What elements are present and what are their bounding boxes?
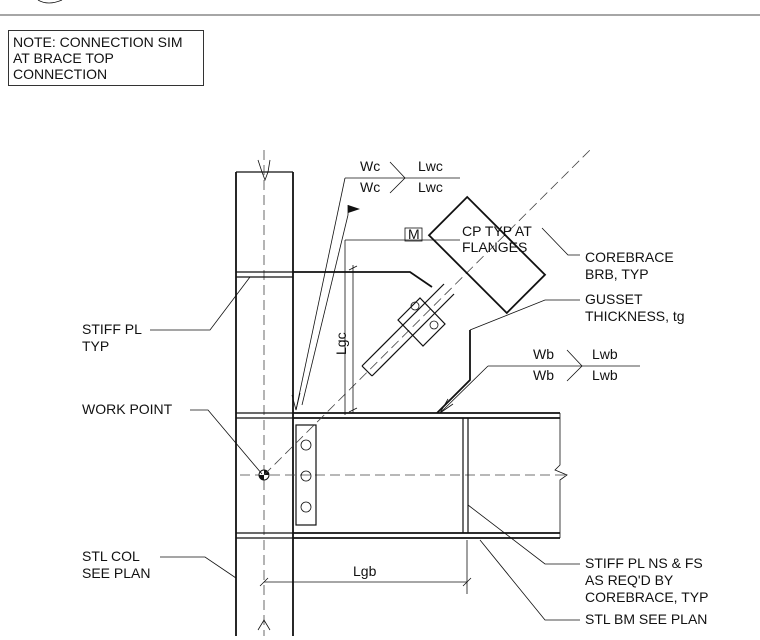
note-line-2: AT BRACE TOP xyxy=(13,50,114,66)
stl-bm-label: STL BM SEE PLAN xyxy=(585,611,707,627)
bolt-2 xyxy=(300,470,312,482)
m-label: M xyxy=(408,226,420,242)
stiff-ns-leader: STIFF PL NS & FS AS REQ'D BY COREBRACE, … xyxy=(467,504,708,605)
weld-symbol-column: Wc Lwc Wc Lwc xyxy=(291,158,460,411)
lgb-label: Lgb xyxy=(353,563,377,579)
stiff-pl-leader: STIFF PL TYP xyxy=(82,276,251,354)
stl-col-leader: STL COL SEE PLAN xyxy=(82,548,237,581)
gusset-plate xyxy=(293,271,471,414)
lwc-label-top: Lwc xyxy=(418,158,443,174)
corebrace-label-2: BRB, TYP xyxy=(585,266,649,282)
wc-label-bottom: Wc xyxy=(360,179,380,195)
wb-label-bottom: Wb xyxy=(533,367,554,383)
gusset-leader: GUSSET THICKNESS, tg xyxy=(469,291,685,331)
steel-beam xyxy=(240,412,570,539)
dimension-lgc: Lgc xyxy=(333,265,358,413)
stiff-ns-label-3: COREBRACE, TYP xyxy=(585,589,708,605)
note-line-1: NOTE: CONNECTION SIM xyxy=(13,34,183,50)
work-point-label: WORK POINT xyxy=(82,401,173,417)
stl-col-label-2: SEE PLAN xyxy=(82,565,150,581)
gusset-label-2: THICKNESS, tg xyxy=(585,308,685,324)
stiff-label-2: TYP xyxy=(82,338,109,354)
cp-callout: CP TYP AT FLANGES xyxy=(462,223,532,255)
corebrace-brb xyxy=(263,149,591,476)
lwb-label-bottom: Lwb xyxy=(592,367,618,383)
gusset-label-1: GUSSET xyxy=(585,291,643,307)
cp-label-1: CP TYP AT xyxy=(462,223,532,239)
stiff-label-1: STIFF PL xyxy=(82,321,142,337)
cp-label-2: FLANGES xyxy=(462,239,527,255)
flag-leader xyxy=(301,205,360,406)
stiff-ns-label-2: AS REQ'D BY xyxy=(585,572,674,588)
shear-tab xyxy=(295,424,317,526)
wb-label-top: Wb xyxy=(533,346,554,362)
steel-column xyxy=(235,150,294,636)
note-line-3: CONNECTION xyxy=(13,66,108,82)
bolt-1 xyxy=(300,439,312,451)
weld-symbol-beam: Wb Lwb Wb Lwb xyxy=(439,346,640,414)
stiff-ns-label-1: STIFF PL NS & FS xyxy=(585,555,703,571)
corebrace-leader: COREBRACE BRB, TYP xyxy=(541,227,674,282)
bolt-3 xyxy=(300,501,312,513)
stl-col-label-1: STL COL xyxy=(82,548,140,564)
lwc-label-bottom: Lwc xyxy=(418,179,443,195)
dimension-lgb: Lgb xyxy=(259,540,472,594)
stl-bm-leader: STL BM SEE PLAN xyxy=(479,539,707,627)
wc-label-top: Wc xyxy=(360,158,380,174)
dimension-m: M xyxy=(344,226,460,415)
lgc-label: Lgc xyxy=(333,332,349,355)
connection-note-box: NOTE: CONNECTION SIM AT BRACE TOP CONNEC… xyxy=(8,30,204,86)
corebrace-label-1: COREBRACE xyxy=(585,249,674,265)
work-point-leader: WORK POINT xyxy=(82,401,263,475)
lwb-label-top: Lwb xyxy=(592,346,618,362)
partial-detail-circle xyxy=(37,0,63,4)
